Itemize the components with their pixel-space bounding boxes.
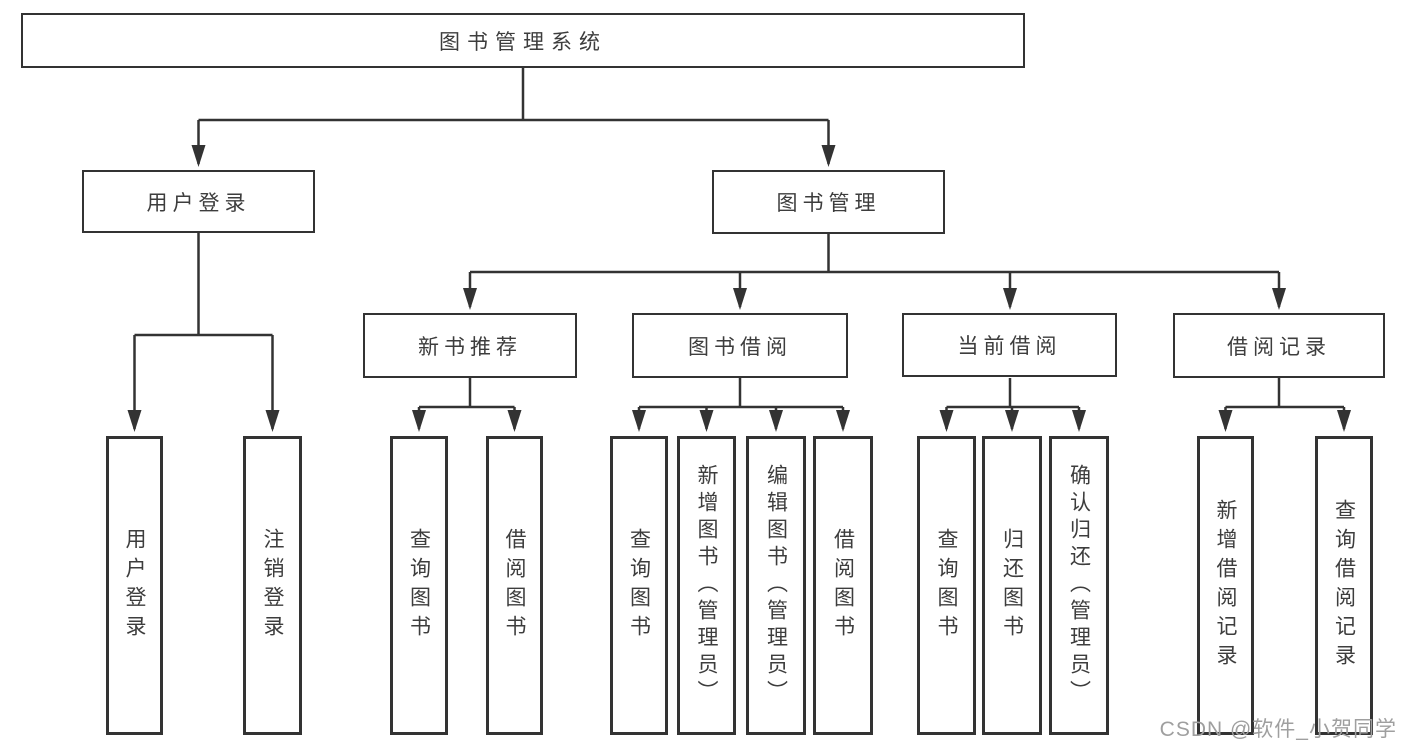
node-current-borrow-label: 当前借阅 xyxy=(957,335,1062,358)
leaf-borrow-add: 新增图书（管理员） xyxy=(677,436,736,735)
leaf-borrow-edit-label: 编辑图书（管理员） xyxy=(764,464,788,707)
leaf-newbook-query: 查询图书 xyxy=(390,436,448,735)
leaf-logout-label: 注销登录 xyxy=(261,527,284,644)
node-book-borrow: 图书借阅 xyxy=(632,313,848,378)
connector-borrow-record-children xyxy=(1218,378,1351,432)
node-borrow-record: 借阅记录 xyxy=(1173,313,1385,378)
leaf-borrow-edit: 编辑图书（管理员） xyxy=(746,436,806,735)
node-new-book-rec-label: 新书推荐 xyxy=(418,335,522,359)
leaf-current-confirm-label: 确认归还（管理员） xyxy=(1067,464,1091,707)
leaf-record-add-label: 新增借阅记录 xyxy=(1214,498,1237,673)
node-root-label: 图书管理系统 xyxy=(439,30,607,54)
connector-current-borrow-children xyxy=(939,378,1086,432)
connector-new-book-rec-children xyxy=(412,378,522,432)
leaf-current-return-label: 归还图书 xyxy=(1000,527,1024,644)
connector-user-login-children xyxy=(127,233,280,432)
leaf-current-query: 查询图书 xyxy=(917,436,976,735)
node-current-borrow: 当前借阅 xyxy=(902,313,1117,377)
leaf-newbook-borrow-label: 借阅图书 xyxy=(503,527,526,644)
node-user-login-label: 用户登录 xyxy=(146,191,251,215)
node-root: 图书管理系统 xyxy=(21,13,1025,68)
leaf-current-confirm: 确认归还（管理员） xyxy=(1049,436,1109,735)
leaf-record-add: 新增借阅记录 xyxy=(1197,436,1254,735)
leaf-borrow-borrow-label: 借阅图书 xyxy=(831,527,855,644)
node-borrow-record-label: 借阅记录 xyxy=(1227,335,1331,359)
leaf-user-login: 用户登录 xyxy=(106,436,163,735)
leaf-newbook-borrow: 借阅图书 xyxy=(486,436,543,735)
leaf-record-query-label: 查询借阅记录 xyxy=(1332,498,1356,673)
connector-root-to-level2 xyxy=(191,68,836,167)
connector-book-mgmt-children xyxy=(463,234,1286,310)
leaf-current-query-label: 查询图书 xyxy=(935,527,958,644)
leaf-user-login-label: 用户登录 xyxy=(123,527,146,644)
leaf-current-return: 归还图书 xyxy=(982,436,1042,735)
node-book-mgmt-label: 图书管理 xyxy=(776,192,881,215)
leaf-borrow-query: 查询图书 xyxy=(610,436,668,735)
node-book-borrow-label: 图书借阅 xyxy=(688,335,792,359)
leaf-borrow-borrow: 借阅图书 xyxy=(813,436,873,735)
node-book-mgmt: 图书管理 xyxy=(712,170,945,234)
node-new-book-rec: 新书推荐 xyxy=(363,313,577,378)
leaf-record-query: 查询借阅记录 xyxy=(1315,436,1373,735)
leaf-newbook-query-label: 查询图书 xyxy=(407,527,431,644)
node-user-login: 用户登录 xyxy=(82,170,315,233)
leaf-borrow-query-label: 查询图书 xyxy=(627,527,651,644)
leaf-borrow-add-label: 新增图书（管理员） xyxy=(695,464,718,707)
connector-book-borrow-children xyxy=(632,378,850,432)
leaf-logout: 注销登录 xyxy=(243,436,302,735)
csdn-watermark: CSDN @软件_小贺同学 xyxy=(1159,718,1397,741)
